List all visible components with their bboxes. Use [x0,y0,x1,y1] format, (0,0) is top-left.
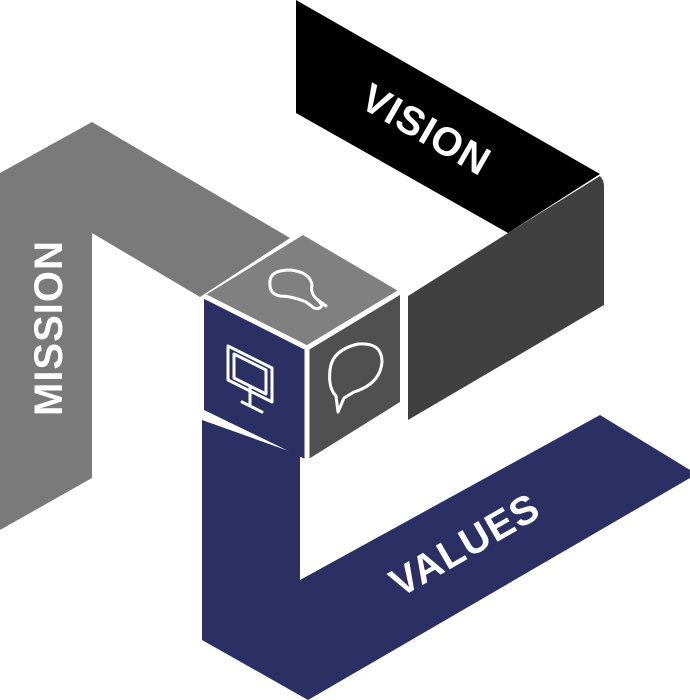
mission-band-shape [0,122,290,530]
mission-band [0,122,290,530]
values-band [202,415,690,700]
mission-label: MISSION [27,240,71,416]
vision-band-top [296,0,600,233]
values-band-shape [202,415,690,700]
vision-band-side [408,176,604,420]
central-cube [202,235,402,460]
cube-seams [202,289,402,460]
vision-band [296,0,604,420]
monitor-icon [226,344,274,414]
speech-bubble-icon [328,342,384,414]
lightbulb-icon [268,268,328,311]
